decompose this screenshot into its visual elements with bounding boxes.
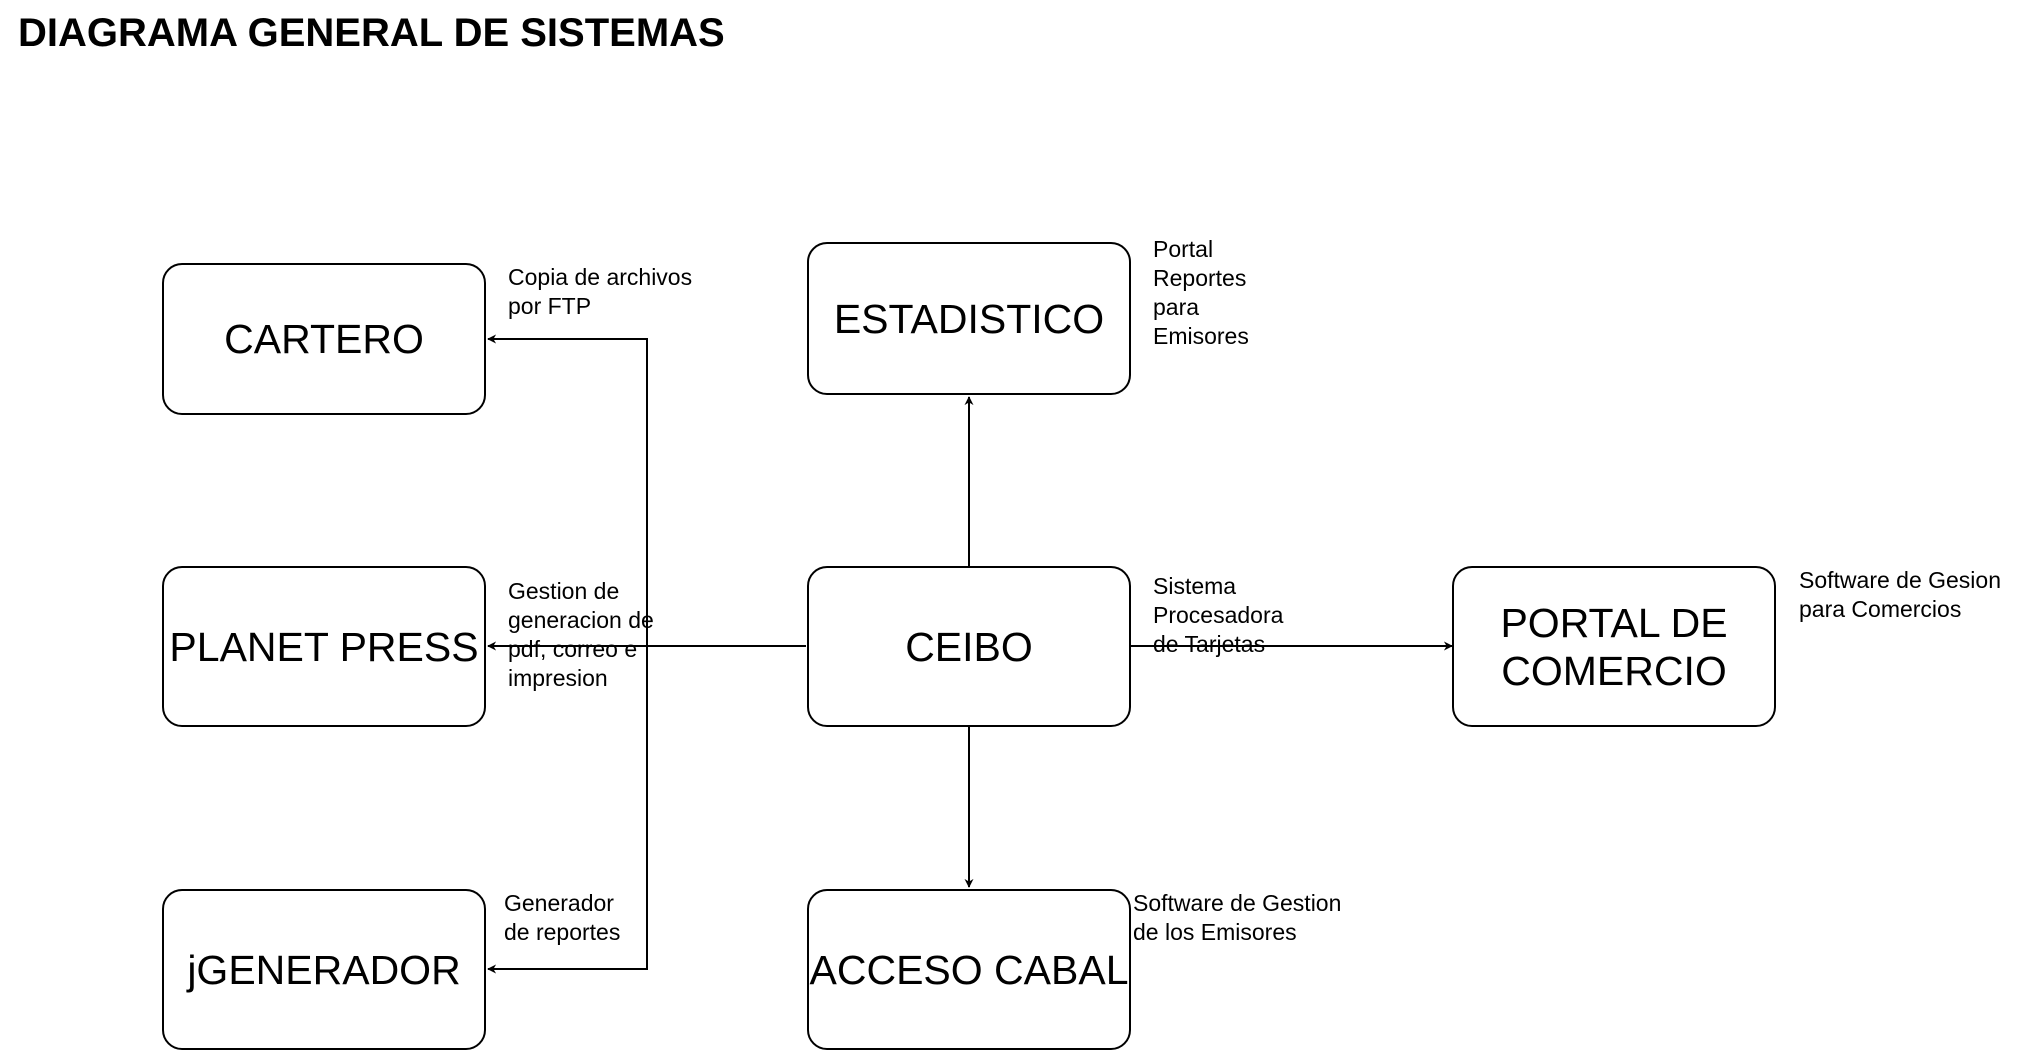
- node-cartero[interactable]: CARTERO: [162, 263, 486, 415]
- node-planet-press[interactable]: PLANET PRESS: [162, 566, 486, 727]
- node-ceibo[interactable]: CEIBO: [807, 566, 1131, 727]
- node-cartero-label: CARTERO: [224, 316, 424, 362]
- node-portal-comercio[interactable]: PORTAL DE COMERCIO: [1452, 566, 1776, 727]
- node-acceso-cabal[interactable]: ACCESO CABAL: [807, 889, 1131, 1050]
- node-estadistico-label: ESTADISTICO: [833, 295, 1105, 342]
- node-portal-comercio-label: PORTAL DE COMERCIO: [1500, 599, 1728, 694]
- edge-ceibo-jgenerador: [487, 646, 648, 974]
- node-jgenerador-label: jGENERADOR: [187, 946, 461, 993]
- note-jgenerador: Generador de reportes: [504, 890, 621, 945]
- node-planet-press-label: PLANET PRESS: [169, 623, 479, 670]
- node-acceso-cabal-label: ACCESO CABAL: [809, 946, 1129, 993]
- note-portal-comercio: Software de Gesion para Comercios: [1799, 567, 2002, 622]
- node-estadistico[interactable]: ESTADISTICO: [807, 242, 1131, 395]
- edge-ceibo-cartero: [487, 334, 648, 646]
- note-estadistico: Portal Reportes para Emisores: [1153, 236, 1249, 349]
- diagram-title: DIAGRAMA GENERAL DE SISTEMAS: [18, 11, 725, 55]
- note-acceso-cabal: Software de Gestion de los Emisores: [1133, 890, 1342, 945]
- note-planet-press: Gestion de generacion de pdf, correo e i…: [508, 578, 654, 691]
- node-ceibo-label: CEIBO: [905, 623, 1033, 670]
- note-ceibo: Sistema Procesadora de Tarjetas: [1153, 573, 1284, 657]
- note-cartero: Copia de archivos por FTP: [508, 264, 693, 319]
- node-jgenerador[interactable]: jGENERADOR: [162, 889, 486, 1050]
